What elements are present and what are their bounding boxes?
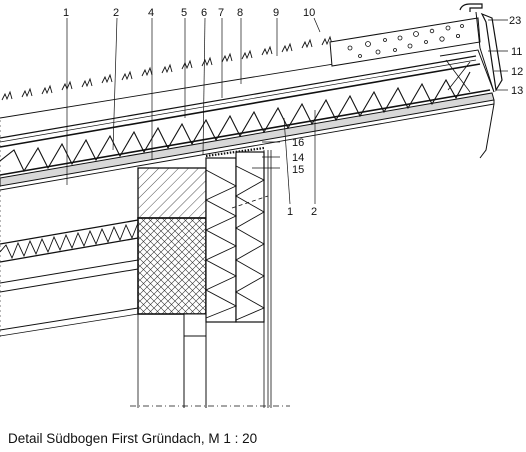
- label-2: 2: [113, 7, 119, 19]
- label-9: 9: [273, 7, 279, 19]
- label-1: 1: [63, 7, 69, 19]
- label-12: 12: [511, 66, 523, 78]
- label-15: 15: [292, 164, 304, 176]
- label-2-lower: 2: [311, 206, 317, 218]
- label-14: 14: [292, 152, 304, 164]
- label-4: 4: [148, 7, 154, 19]
- interior-layers: [0, 120, 139, 340]
- roof-ridge-section-drawing: 1 2 4 5 6 7 8 9 10 23 11 12 13 16 14 15 …: [0, 3, 523, 408]
- label-16: 16: [292, 137, 304, 149]
- label-7: 7: [218, 7, 224, 19]
- ridge-flashing: [439, 3, 503, 159]
- drawing-caption: Detail Südbogen First Gründach, M 1 : 20: [8, 431, 258, 446]
- leader-lines: [66, 17, 508, 205]
- roof-layers: [0, 41, 495, 191]
- label-1-lower: 1: [287, 206, 293, 218]
- label-23: 23: [509, 15, 521, 27]
- perforated-edge-plate: [329, 17, 481, 67]
- wall-section: [130, 146, 290, 408]
- truss-web-upper: [0, 71, 471, 173]
- label-11: 11: [511, 46, 522, 58]
- label-8: 8: [237, 7, 243, 19]
- label-10: 10: [303, 7, 315, 19]
- label-6: 6: [201, 7, 207, 19]
- label-13: 13: [511, 85, 523, 97]
- label-5: 5: [181, 7, 187, 19]
